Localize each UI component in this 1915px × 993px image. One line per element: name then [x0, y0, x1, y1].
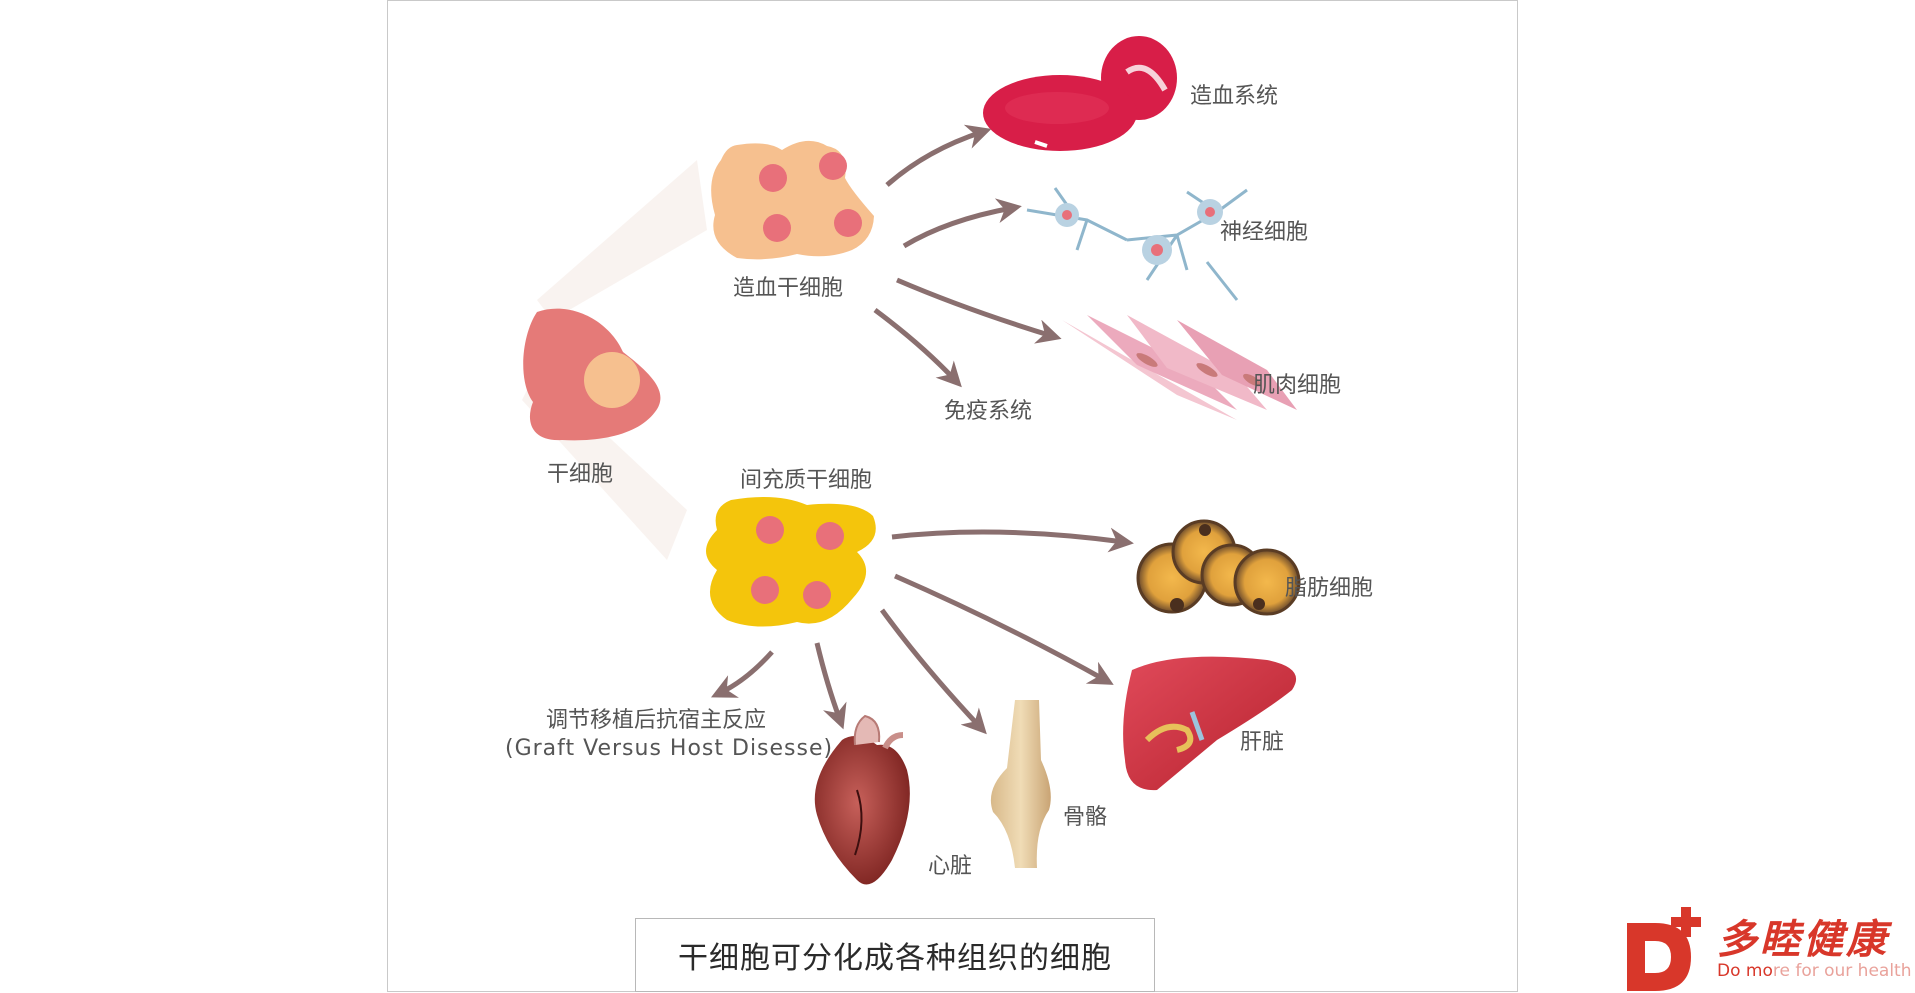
arrow-hsc-to-muscle	[896, 277, 1062, 344]
label-bone: 骨骼	[1063, 805, 1108, 830]
label-gvhd-cn: 调节移植后抗宿主反应	[546, 708, 767, 733]
red-blood-cells	[983, 36, 1177, 151]
label-muscle-cell: 肌肉细胞	[1253, 373, 1342, 398]
brand-logo: 多睦健康 Do more for our health	[1625, 905, 1912, 991]
label-liver: 肝脏	[1240, 730, 1285, 755]
fat-cells	[1136, 519, 1301, 616]
label-nerve-cell: 神经细胞	[1220, 220, 1309, 245]
label-stem-cell: 干细胞	[547, 462, 614, 487]
arrow-hsc-to-immune	[873, 307, 962, 388]
heart	[814, 714, 910, 885]
arrow-msc-to-bone	[879, 608, 987, 735]
arrow-msc-to-gvhd	[710, 650, 774, 698]
stem-cell	[523, 308, 661, 441]
brand-name: 多睦健康	[1717, 917, 1889, 963]
arrow-hsc-to-blood	[885, 124, 992, 187]
label-blood-system: 造血系统	[1190, 84, 1279, 109]
brand-slogan-light: re for our health	[1772, 961, 1912, 981]
diagram-frame	[387, 0, 1518, 992]
logo-mark-icon	[1627, 907, 1701, 991]
nerve-cells	[1026, 187, 1248, 301]
label-immune-system: 免疫系统	[944, 399, 1033, 424]
brand-slogan: Do more for our health	[1717, 961, 1912, 981]
arrow-msc-to-fat	[891, 527, 1134, 553]
label-hsc: 造血干细胞	[733, 276, 844, 301]
diagram-caption: 干细胞可分化成各种组织的细胞	[678, 941, 1112, 976]
bone	[990, 700, 1051, 868]
muscle-cells	[1062, 315, 1297, 420]
label-msc: 间充质干细胞	[740, 468, 873, 493]
arrow-hsc-to-nerve	[902, 198, 1022, 249]
beam-to-hsc	[537, 160, 707, 320]
arrow-msc-to-heart	[814, 642, 847, 730]
label-gvhd-en: (Graft Versus Host Disesse)	[505, 736, 834, 761]
caption-box: 干细胞可分化成各种组织的细胞	[635, 918, 1155, 992]
differentiation-diagram	[522, 36, 1301, 885]
arrow-msc-to-liver	[893, 573, 1114, 685]
label-heart: 心脏	[928, 854, 973, 879]
msc-cluster	[706, 496, 876, 627]
hsc-cluster	[711, 140, 874, 260]
liver	[1123, 656, 1297, 791]
label-fat-cell: 脂肪细胞	[1285, 576, 1374, 601]
brand-slogan-strong: Do mo	[1717, 961, 1773, 981]
